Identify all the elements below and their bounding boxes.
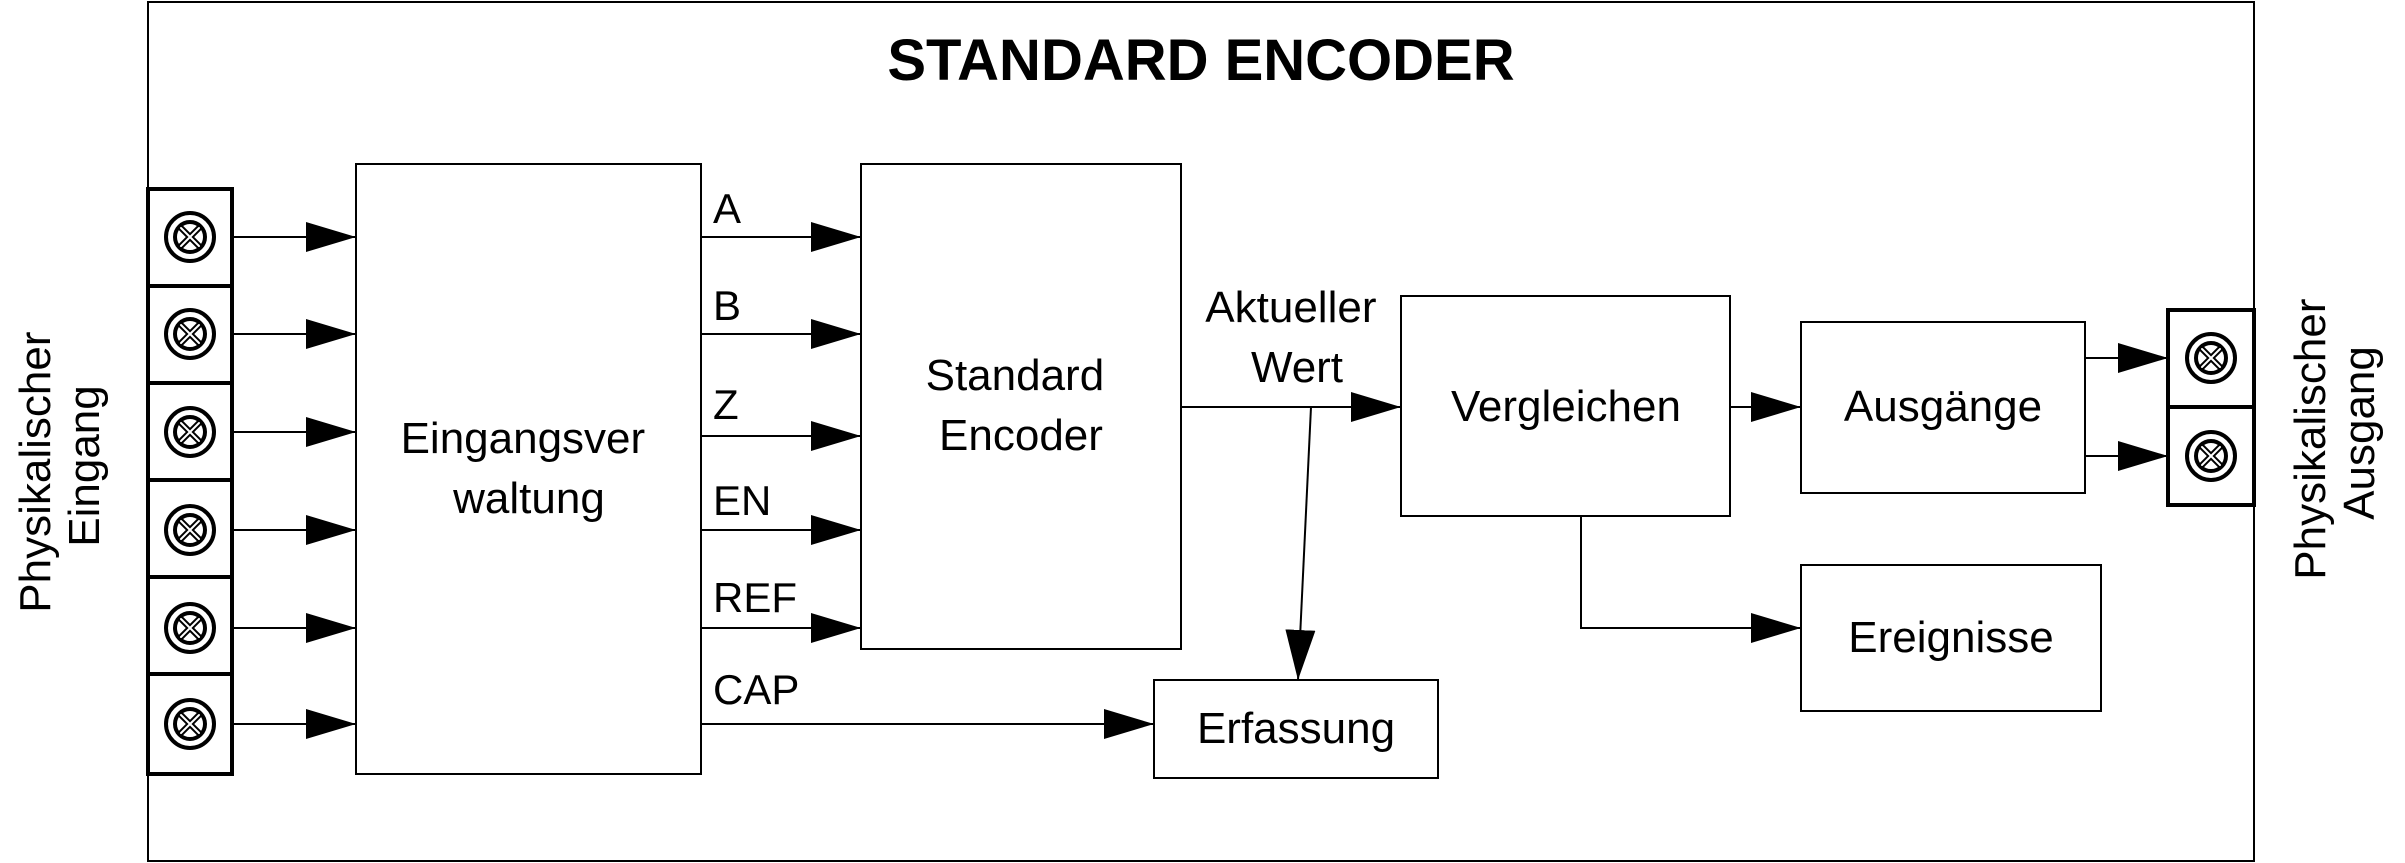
screw-terminal-icon [166,700,214,748]
screw-terminal-icon [166,310,214,358]
screw-terminal-icon [166,506,214,554]
capture-feed-wire [1285,406,1316,681]
standard-encoder-label: Standard Encoder [926,351,1117,460]
diagram-title: STANDARD ENCODER [887,28,1514,93]
input-wires [232,222,356,739]
signal-label-a: A [713,185,741,232]
capture-block [1153,679,1439,779]
signal-label-en: EN [713,477,771,524]
outputs-block [1800,321,2086,494]
events-label: Ereignisse [1848,613,2053,662]
input-management-label-line2: waltung [452,474,605,523]
compare-to-events-wire [1580,516,1801,643]
signal-wires [701,222,1154,739]
output-terminal-strip [2166,308,2256,507]
standard-encoder-label-line1: Standard [926,351,1105,400]
current-value-label-line1: Aktueller [1205,283,1376,332]
signal-label-cap: CAP [713,666,799,713]
current-value-label-line2: Wert [1251,343,1343,392]
outputs-label: Ausgänge [1844,382,2042,431]
screw-terminal-icon [2187,334,2235,382]
output-side-label-line2: Ausgang [2335,346,2384,520]
input-management-label: Eingangsver waltung [401,414,658,523]
input-management-block [355,163,702,775]
signal-label-ref: REF [713,574,797,621]
current-value-label: Aktueller Wert [1205,283,1388,392]
events-block [1800,564,2102,712]
input-terminal-strip [146,187,234,776]
signal-label-z: Z [713,381,739,428]
signal-label-b: B [713,282,741,329]
compare-label: Vergleichen [1451,382,1681,431]
screw-terminal-icon [166,213,214,261]
screw-terminal-icon [2187,432,2235,480]
standard-encoder-block [860,163,1182,650]
standard-encoder-label-line2: Encoder [939,411,1103,460]
input-management-label-line1: Eingangsver [401,414,646,463]
input-side-label-line1: Physikalischer [11,332,60,613]
input-side-label-line2: Eingang [60,385,109,546]
output-side-label: Physikalischer Ausgang [2286,286,2384,579]
capture-label: Erfassung [1197,704,1395,753]
screw-terminal-icon [166,604,214,652]
input-side-label: Physikalischer Eingang [11,319,109,612]
output-side-label-line1: Physikalischer [2286,299,2335,580]
screw-terminal-icon [166,408,214,456]
